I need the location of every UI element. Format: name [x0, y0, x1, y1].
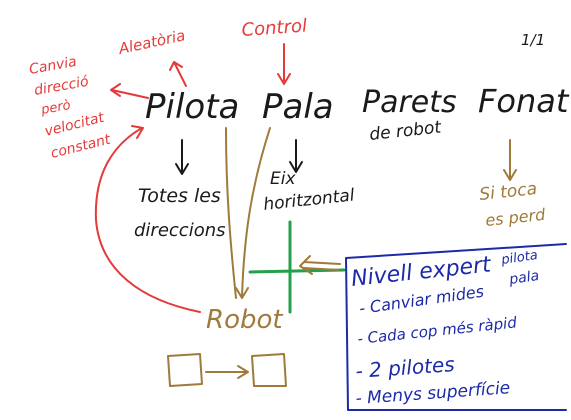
heading-pilota: Pilota: [145, 87, 239, 127]
heading-parets: Parets: [362, 85, 457, 120]
fonat-note-line1: Si toca: [478, 179, 538, 205]
line-pala-to-robot: [235, 127, 271, 299]
arrow-control-to-pala: [277, 43, 291, 85]
note-canvia-line2: direcció: [33, 74, 90, 99]
brown-double-arrow: [299, 255, 341, 275]
note-canvia-direccio: Canvia direcció però velocitat constant: [28, 54, 113, 162]
note-aleatoria: Aleatòria: [116, 26, 187, 58]
fonat-note-line2: es perd: [484, 205, 546, 230]
expert-item-2: - Cada cop més ràpid: [357, 313, 519, 348]
curve-robot-to-pilota: [94, 125, 201, 313]
pala-note-line1: Eix: [270, 169, 296, 189]
heading-fonat: Fonat: [478, 82, 570, 120]
pilota-note-line2: direccions: [134, 220, 226, 241]
arrow-pilota-to-canvia: [110, 83, 149, 99]
heading-parets-sub: de robot: [368, 117, 443, 145]
line-pilota-to-robot: [225, 127, 237, 299]
page-number: 1/1: [521, 31, 545, 49]
expert-box-border: [345, 243, 567, 411]
robot-box-right: [251, 353, 287, 387]
arrow-fonat-down: [503, 139, 517, 181]
robot-diagram: [167, 353, 287, 387]
robot-box-left: [167, 353, 203, 387]
expert-title-extra: pilota: [499, 248, 538, 268]
expert-title-extra2: pala: [507, 268, 540, 288]
pilota-note-line1: Totes les: [138, 185, 221, 207]
arrow-pilota-to-aleatoria: [169, 61, 187, 87]
pala-note-line2: horitzontal: [262, 185, 355, 214]
robot-arrow: [205, 365, 249, 379]
note-canvia-line3: però: [39, 98, 72, 118]
expert-item-4: - Menys superfície: [355, 378, 511, 409]
robot-label: Robot: [206, 305, 283, 335]
arrow-pilota-down: [175, 139, 189, 175]
arrow-pala-down: [289, 139, 303, 173]
heading-pala: Pala: [262, 87, 334, 127]
expert-item-3: - 2 pilotes: [355, 352, 456, 383]
note-canvia-line1: Canvia: [28, 54, 78, 78]
note-control: Control: [241, 15, 308, 41]
